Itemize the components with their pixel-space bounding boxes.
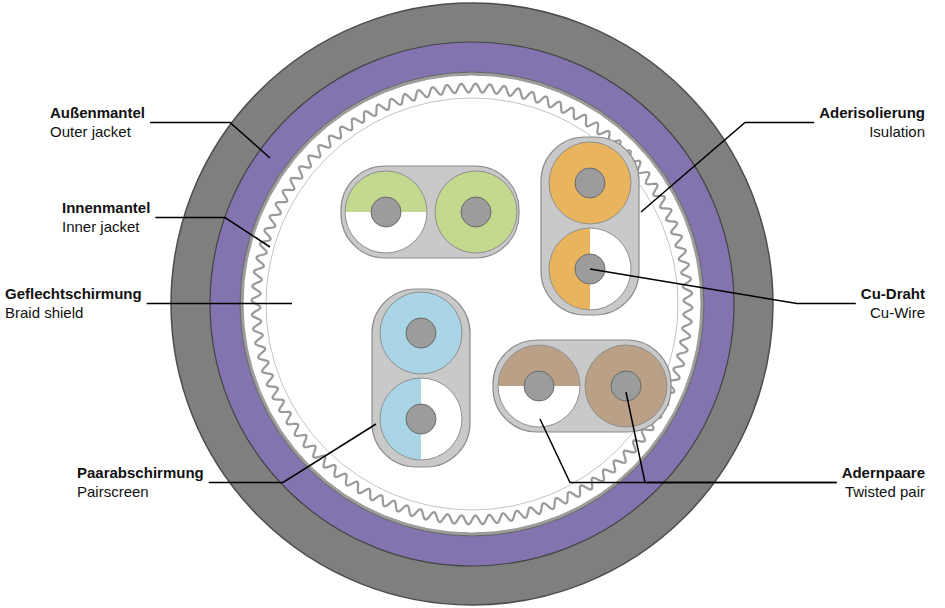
insulation [549,142,631,224]
cu-wire [406,318,436,348]
label-group: PaarabschirmungPairscreen [77,463,204,501]
leader-line [626,392,837,483]
insulation-outline [435,171,517,253]
pair-screen [541,137,639,315]
conductor [549,228,631,310]
insulation [345,171,427,253]
insulation-outline [345,171,427,253]
cu-wire [406,404,436,434]
label-group: GeflechtschirmungBraid shield [5,284,142,322]
twisted-pair [341,166,519,258]
insulation [380,378,462,460]
conductor [549,142,631,224]
insulation [435,171,517,253]
conductor [380,378,462,460]
insulation-outline [380,292,462,374]
conductor [498,345,580,427]
leader-line [590,269,856,304]
conductor [585,345,667,427]
label-group: InnenmantelInner jacket [62,198,150,236]
insulation [585,345,667,427]
part-label-translation: Isulation [819,122,925,141]
twisted-pair [493,340,671,432]
leader-line [155,218,270,248]
part-label-translation: Cu-Wire [861,303,925,322]
twisted-pair [372,289,470,467]
label-group: AußenmantelOuter jacket [50,103,145,141]
insulation-outline [498,345,580,427]
label-group: AderisolierungIsulation [819,103,925,141]
part-label-translation: Twisted pair [842,482,925,501]
cu-wire [575,168,605,198]
braid-shield [252,84,693,525]
leader-line [150,123,270,159]
part-label: Adernpaare [842,463,925,482]
label-group: AdernpaareTwisted pair [842,463,925,501]
pair-screen [341,166,519,258]
part-label: Cu-Draht [861,284,925,303]
conductor [380,292,462,374]
leader-line [209,424,376,483]
insulation [498,345,580,427]
part-label-translation: Braid shield [5,303,142,322]
part-label: Geflechtschirmung [5,284,142,303]
part-label-translation: Pairscreen [77,482,204,501]
cu-wire [611,371,641,401]
insulation [380,292,462,374]
twisted-pair [541,137,639,315]
cu-wire [524,371,554,401]
part-label: Innenmantel [62,198,150,217]
part-label: Paarabschirmung [77,463,204,482]
pair-screen [372,289,470,467]
conductor [345,171,427,253]
insulation-outline [585,345,667,427]
pair-screen [493,340,671,432]
label-group: Cu-DrahtCu-Wire [861,284,925,322]
conductor [435,171,517,253]
leader-line [641,123,814,213]
insulation-outline [549,142,631,224]
part-label: Außenmantel [50,103,145,122]
part-label-translation: Inner jacket [62,217,150,236]
cu-wire [371,197,401,227]
part-label: Aderisolierung [819,103,925,122]
core-space [266,98,678,510]
part-label-translation: Outer jacket [50,122,145,141]
cu-wire [461,197,491,227]
leader-line [540,419,837,483]
insulation-outline [380,378,462,460]
leader-line [147,303,292,305]
